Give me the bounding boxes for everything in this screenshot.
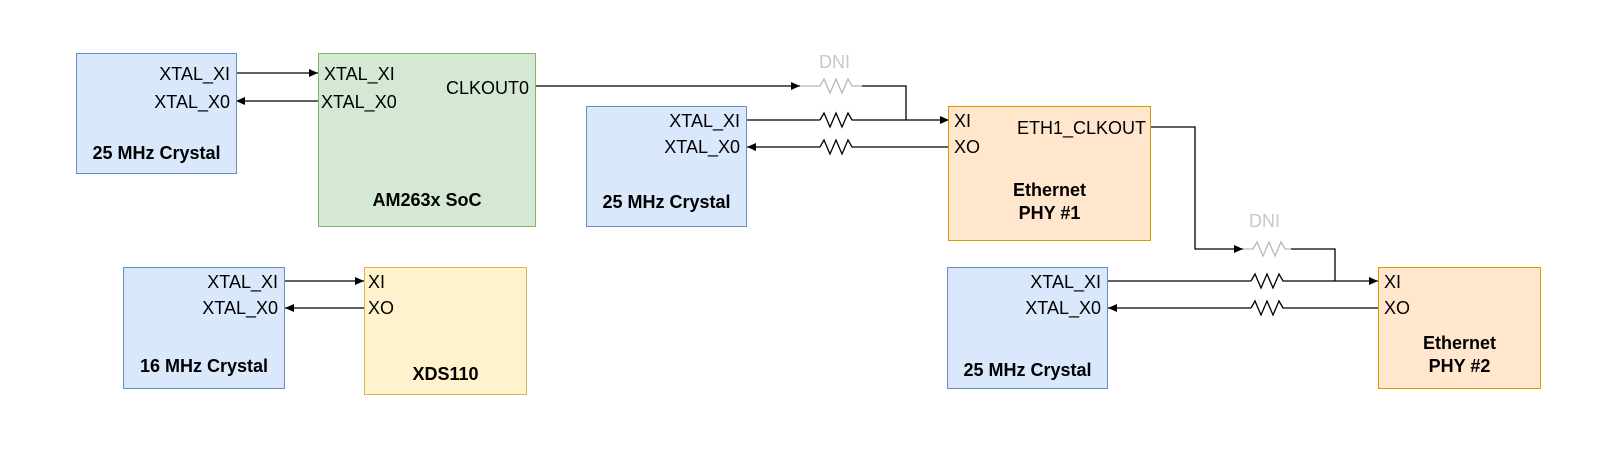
crystal4-title: 25 MHz Crystal — [963, 360, 1092, 380]
dni-label-top: DNI — [819, 52, 850, 72]
phy1-block: XI XO ETH1_CLKOUT Ethernet PHY #1 — [948, 106, 1151, 241]
crystal-block-2: XTAL_XI XTAL_X0 25 MHz Crystal — [586, 106, 747, 227]
crystal1-pin-xo: XTAL_X0 — [154, 92, 230, 112]
phy1-title-line2: PHY #1 — [1018, 203, 1081, 223]
crystal-block-3: XTAL_XI XTAL_X0 16 MHz Crystal — [123, 267, 285, 389]
phy2-title-line1: Ethernet — [1422, 333, 1496, 353]
phy1-pin-xi: XI — [954, 111, 972, 131]
crystal1-title: 25 MHz Crystal — [92, 143, 221, 163]
crystal3-title: 16 MHz Crystal — [139, 356, 269, 376]
crystal2-pin-xo: XTAL_X0 — [664, 137, 740, 157]
xds110-pin-xi: XI — [368, 272, 386, 292]
xds110-pin-xo: XO — [368, 298, 395, 318]
soc-pin-xo: XTAL_X0 — [321, 92, 397, 112]
phy2-pin-xo: XO — [1384, 298, 1411, 318]
resistor-dni-bottom — [1243, 240, 1291, 258]
crystal1-pin-xi: XTAL_XI — [159, 64, 230, 84]
resistor-phy1-xo — [819, 138, 855, 156]
dni-top-output-line — [862, 85, 907, 120]
crystal3-pin-xo: XTAL_X0 — [202, 298, 278, 318]
crystal4-pin-xo: XTAL_X0 — [1025, 298, 1101, 318]
crystal2-title: 25 MHz Crystal — [602, 192, 731, 212]
crystal2-pin-xi: XTAL_XI — [669, 111, 740, 131]
soc-pin-clkout: CLKOUT0 — [445, 78, 529, 98]
crystal-block-4: XTAL_XI XTAL_X0 25 MHz Crystal — [947, 267, 1108, 389]
xds110-title: XDS110 — [412, 364, 479, 384]
dni-bottom-output-line — [1291, 248, 1336, 281]
phy1-pin-clkout: ETH1_CLKOUT — [1016, 118, 1146, 138]
resistor-phy2-xo — [1250, 299, 1285, 317]
phy2-block: XI XO Ethernet PHY #2 — [1378, 267, 1541, 389]
soc-pin-xi: XTAL_XI — [324, 64, 395, 84]
phy2-pin-xi: XI — [1384, 272, 1402, 292]
dni-label-bottom: DNI — [1249, 211, 1280, 231]
eth1-clkout-line — [1150, 126, 1243, 253]
crystal4-pin-xi: XTAL_XI — [1030, 272, 1101, 292]
soc-block: XTAL_XI XTAL_X0 CLKOUT0 AM263x SoC — [318, 53, 536, 227]
resistor-dni-top — [800, 77, 862, 95]
resistor-phy2-xi — [1250, 272, 1285, 290]
phy1-title-line1: Ethernet — [1012, 180, 1086, 200]
crystal-block-1: XTAL_XI XTAL_X0 25 MHz Crystal — [76, 53, 237, 174]
phy2-title-line2: PHY #2 — [1428, 356, 1491, 376]
xds110-block: XI XO XDS110 — [364, 267, 527, 395]
soc-title: AM263x SoC — [372, 190, 482, 210]
resistor-phy1-xi — [819, 111, 855, 129]
phy1-pin-xo: XO — [954, 137, 981, 157]
crystal3-pin-xi: XTAL_XI — [207, 272, 278, 292]
